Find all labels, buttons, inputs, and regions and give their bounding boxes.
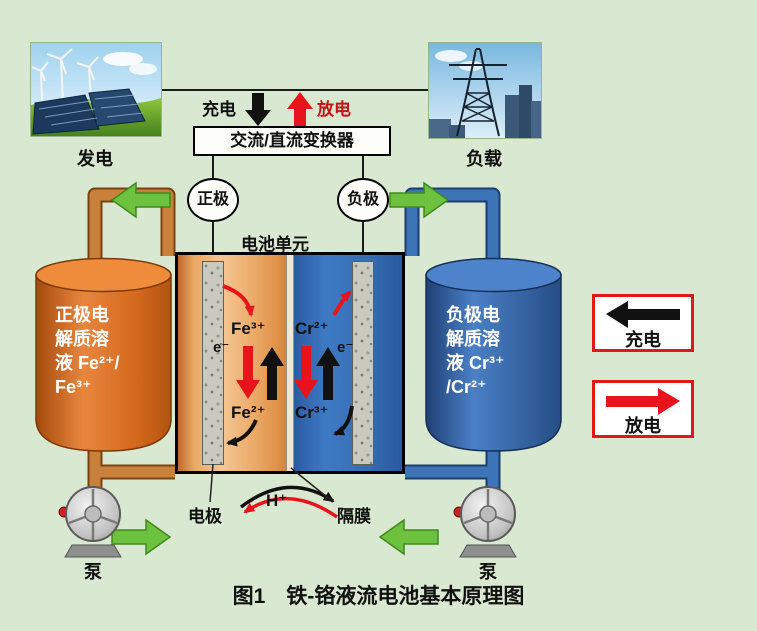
right-pump — [453, 486, 517, 558]
generation-label: 发电 — [77, 149, 113, 169]
electron-curve-left-top — [222, 284, 255, 317]
ac-dc-converter-box: 交流/直流变换器 — [193, 126, 391, 156]
cr2-label: Cr²⁺ — [295, 319, 329, 338]
flow-arrow-bottom-right — [378, 518, 439, 556]
converter-terminal-wires — [212, 155, 364, 182]
legend-charge-label: 充电 — [625, 330, 661, 350]
fe-charge-arrow — [260, 347, 284, 400]
positive-tank-line2: 解质溶 — [55, 329, 109, 349]
electron-curve-left-bottom — [226, 419, 258, 447]
negative-terminal: 负极 — [337, 178, 389, 222]
generation-photo — [30, 42, 162, 137]
legend-discharge-arrow — [606, 388, 680, 415]
positive-tank-line1: 正极电 — [55, 305, 109, 325]
negative-tank-line1: 负极电 — [446, 305, 500, 325]
legend-discharge-box — [592, 380, 694, 438]
cr3-label: Cr³⁺ — [295, 403, 329, 422]
solar-panels — [32, 88, 146, 135]
discharge-top-label: 放电 — [317, 100, 351, 119]
electrode-pointer-line — [209, 463, 214, 503]
charge-down-arrow — [245, 93, 271, 126]
load-photo-art — [429, 43, 541, 138]
terminal-cell-wires — [212, 220, 364, 254]
cr-discharge-arrow — [294, 346, 318, 399]
negative-electrode — [352, 261, 374, 465]
negative-tank-line3: 液 Cr³⁺ — [446, 353, 505, 373]
load-label: 负载 — [466, 149, 502, 169]
left-pump — [58, 486, 122, 558]
charge-top-label: 充电 — [202, 100, 236, 119]
negative-tank-text: 负极电 解质溶 液 Cr³⁺ /Cr²⁺ — [446, 303, 505, 399]
electron-right-label: e⁻ — [337, 339, 354, 356]
negative-tank-line2: 解质溶 — [446, 329, 500, 349]
membrane-pointer-line — [290, 467, 334, 503]
fe3-label: Fe³⁺ — [231, 319, 266, 338]
positive-electrode — [202, 261, 224, 465]
proton-label: H⁺ — [266, 491, 288, 510]
generation-photo-art — [31, 43, 161, 136]
figure-caption: 图1 铁-铬液流电池基本原理图 — [232, 585, 525, 608]
electron-curve-right-top — [332, 290, 352, 317]
fe2-label: Fe²⁺ — [231, 403, 266, 422]
flow-arrow-top-right — [389, 181, 450, 219]
flow-arrow-bottom-left — [111, 518, 172, 556]
membrane-label: 隔膜 — [337, 507, 371, 526]
cell-title: 电池单元 — [241, 235, 309, 254]
flow-arrow-top-left — [110, 181, 171, 219]
left-pump-label: 泵 — [84, 562, 102, 582]
legend-discharge-label: 放电 — [625, 416, 661, 436]
discharge-up-arrow — [287, 92, 313, 126]
right-pump-label: 泵 — [479, 562, 497, 582]
load-photo — [428, 42, 542, 139]
electron-curve-right-bottom — [333, 405, 354, 436]
negative-electrolyte-tank — [425, 257, 562, 453]
proton-arc-charge — [239, 485, 335, 509]
legend-charge-box — [592, 294, 694, 352]
cr-charge-arrow — [316, 347, 340, 400]
positive-electrolyte-tank — [35, 257, 172, 453]
electrode-label: 电极 — [188, 507, 222, 526]
legend-charge-arrow — [606, 301, 680, 328]
electron-left-label: e⁻ — [213, 339, 230, 356]
positive-tank-text: 正极电 解质溶 液 Fe²⁺/ Fe³⁺ — [55, 303, 120, 399]
flow-arrows — [110, 181, 450, 556]
city-buildings — [429, 85, 541, 138]
proton-arc-discharge — [243, 496, 338, 519]
transmission-tower — [449, 48, 507, 137]
positive-tank-line3: 液 Fe²⁺/ — [55, 353, 120, 373]
positive-tank-line4: Fe³⁺ — [55, 377, 92, 397]
fe-discharge-arrow — [236, 346, 260, 399]
membrane — [286, 255, 294, 471]
wind-turbines — [31, 48, 99, 106]
pipe-right-top — [404, 187, 501, 272]
negative-tank-line4: /Cr²⁺ — [446, 377, 487, 397]
positive-terminal: 正极 — [187, 178, 239, 222]
